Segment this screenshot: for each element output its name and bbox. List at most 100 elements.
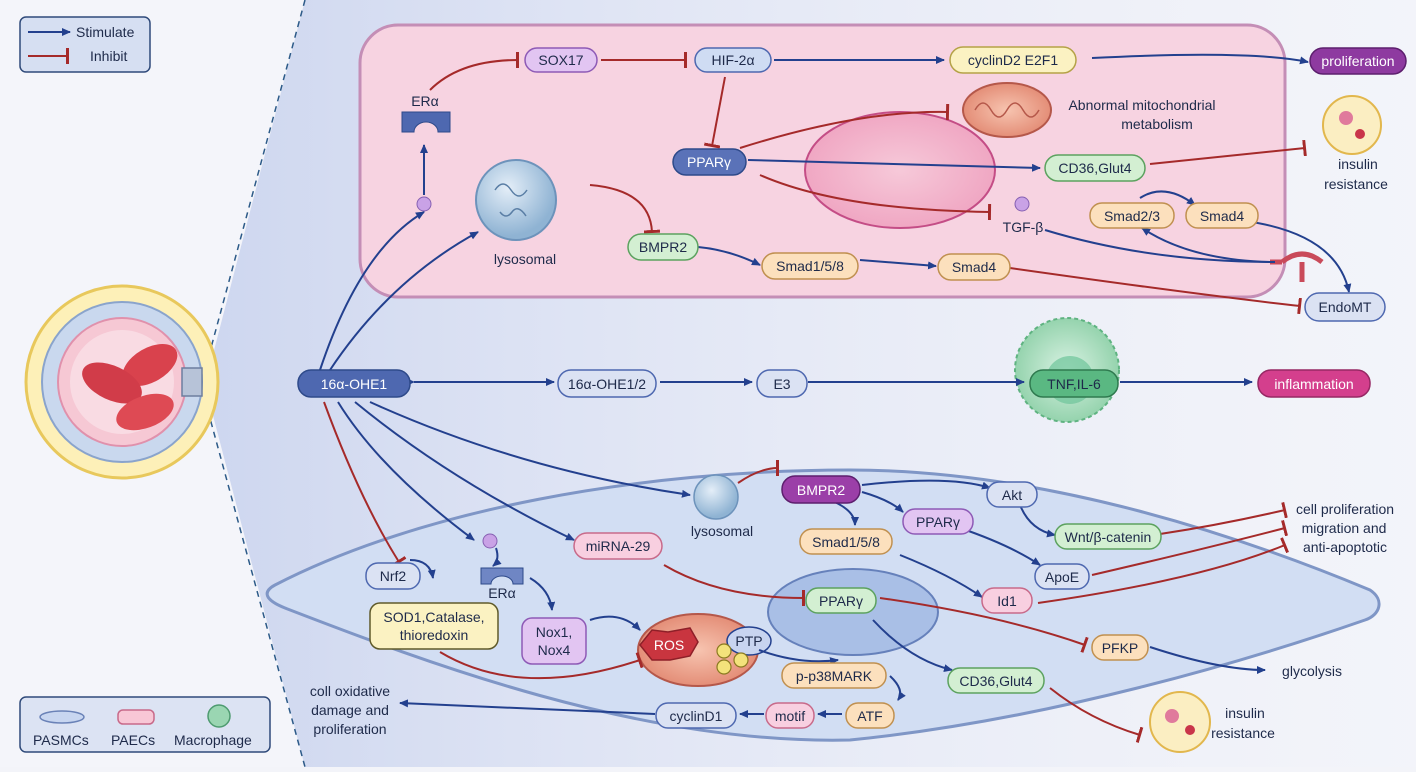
label-tgf: TGF-β <box>1003 219 1044 235</box>
node-pfkp-bg <box>1091 634 1149 661</box>
label-era: ERα <box>411 93 439 109</box>
label-glycolysis: glycolysis <box>1282 663 1342 679</box>
node-smad158-pasmc-bg <box>799 528 893 555</box>
label-ptp: PTP <box>735 633 762 649</box>
node-ppar-bg <box>672 148 747 176</box>
node-smad4a: Smad4 <box>1200 208 1245 224</box>
node-cyclin-bg <box>949 46 1077 74</box>
lysosome-icon <box>475 159 557 241</box>
paec-nucleus <box>804 111 996 229</box>
node-sod-line1: SOD1,Catalase, <box>383 609 484 625</box>
node-ppar-a-bg <box>902 508 974 535</box>
node-wnt-bg <box>1054 523 1162 550</box>
node-bmpr2-bg <box>627 233 699 261</box>
node-ohe1-bg <box>297 369 411 398</box>
node-cyclin: cyclinD2 E2F1 <box>968 52 1058 68</box>
node-nrf2-bg <box>365 562 421 590</box>
node-id1-bg <box>981 587 1033 614</box>
label-ros: ROS <box>654 637 684 653</box>
node-ppar-b-bg <box>805 587 877 614</box>
ligand-dot-icon <box>416 196 432 212</box>
vessel-cross-section <box>24 284 220 480</box>
node-pfkp: PFKP <box>1102 640 1139 656</box>
label-insulin-line2: resistance <box>1324 176 1388 192</box>
node-motif: motif <box>775 708 805 724</box>
node-sod-bg <box>369 602 499 650</box>
node-nox-line1: Nox1, <box>536 624 573 640</box>
label-insulin-pasmc-line1: insulin <box>1225 705 1265 721</box>
node-smad23-bg <box>1089 202 1175 229</box>
node-wnt: Wnt/β-catenin <box>1065 529 1152 545</box>
node-tnf: TNF,IL-6 <box>1047 376 1101 392</box>
node-apoe: ApoE <box>1045 569 1079 585</box>
legend-pasmc-label: PASMCs <box>33 732 89 748</box>
label-insulin-line1: insulin <box>1338 156 1378 172</box>
zoom-line-bottom <box>204 399 306 768</box>
node-atf-bg <box>845 702 895 729</box>
node-p38-bg <box>781 662 887 689</box>
mitochondrion-pasmc-icon <box>637 613 772 687</box>
fat-cell-pasmc-icon <box>1149 691 1211 753</box>
node-smad23: Smad2/3 <box>1104 208 1160 224</box>
ptp-pore-icon <box>726 626 772 656</box>
node-akt: Akt <box>1002 487 1022 503</box>
node-cd36: CD36,Glut4 <box>1058 160 1131 176</box>
label-era-pasmc: ERα <box>488 585 516 601</box>
node-sod-line2: thioredoxin <box>400 627 469 643</box>
label-insulin-pasmc-line2: resistance <box>1211 725 1275 741</box>
legend-top: Stimulate Inhibit <box>19 16 151 73</box>
label-lysosomal: lysosomal <box>494 251 556 267</box>
node-ppar: PPARγ <box>687 154 731 170</box>
node-atf: ATF <box>857 708 882 724</box>
node-smad158: Smad1/5/8 <box>776 258 844 274</box>
node-smad4b: Smad4 <box>952 259 997 275</box>
tgf-dot-icon <box>1014 196 1030 212</box>
edges <box>319 51 1352 743</box>
node-smad4a-bg <box>1185 202 1259 229</box>
node-id1: Id1 <box>997 593 1017 609</box>
node-inflammation-bg <box>1257 369 1371 398</box>
legend-stimulate-label: Stimulate <box>76 24 135 40</box>
node-hif: HIF-2α <box>711 52 754 68</box>
ros-star-icon <box>639 627 699 661</box>
node-bmpr2-pasmc: BMPR2 <box>797 482 845 498</box>
node-proliferation: proliferation <box>1321 53 1394 69</box>
legend-bottom: PASMCs PAECs Macrophage <box>19 696 271 753</box>
node-mirna-bg <box>573 532 663 560</box>
label-outcome-line2: migration and <box>1302 520 1387 536</box>
node-cyclind1-bg <box>655 702 737 729</box>
node-ohe12-bg <box>557 369 657 398</box>
node-endomt-bg <box>1304 292 1386 322</box>
node-nox-line2: Nox4 <box>538 642 571 658</box>
label-damage-line2: damage and <box>311 702 389 718</box>
label-mito-line2: metabolism <box>1121 116 1193 132</box>
node-ohe1: 16α-OHE1 <box>321 376 388 392</box>
node-proliferation-bg <box>1309 47 1407 75</box>
pasmc-icon <box>39 710 85 724</box>
node-inflammation: inflammation <box>1274 376 1353 392</box>
paec-icon <box>117 709 155 725</box>
node-bmpr2-pasmc-bg <box>781 475 861 504</box>
label-mito-line1: Abnormal mitochondrial <box>1068 97 1215 113</box>
node-akt-bg <box>986 481 1038 508</box>
node-p38: p-p38MARK <box>796 668 873 684</box>
node-sox17-bg <box>524 47 598 73</box>
legend-macrophage-label: Macrophage <box>174 732 252 748</box>
node-e3-bg <box>756 369 808 398</box>
label-lysosomal-pasmc: lysosomal <box>691 523 753 539</box>
node-hif-bg <box>694 47 772 73</box>
node-nox-bg <box>521 617 587 665</box>
ligand-dot-pasmc-icon <box>482 533 498 549</box>
label-outcome-line1: cell proliferation <box>1296 501 1394 517</box>
node-nrf2: Nrf2 <box>380 568 407 584</box>
node-cd36-pasmc-bg <box>947 667 1045 694</box>
node-bmpr2: BMPR2 <box>639 239 687 255</box>
zoom-line-top <box>204 0 306 371</box>
label-damage-line1: coll oxidative <box>310 683 390 699</box>
node-endomt: EndoMT <box>1319 299 1372 315</box>
node-cyclind1: cyclinD1 <box>670 708 723 724</box>
era-receptor-icon <box>401 111 451 133</box>
label-damage-line3: proliferation <box>313 721 386 737</box>
label-outcome-line3: anti-apoptotic <box>1303 539 1387 555</box>
